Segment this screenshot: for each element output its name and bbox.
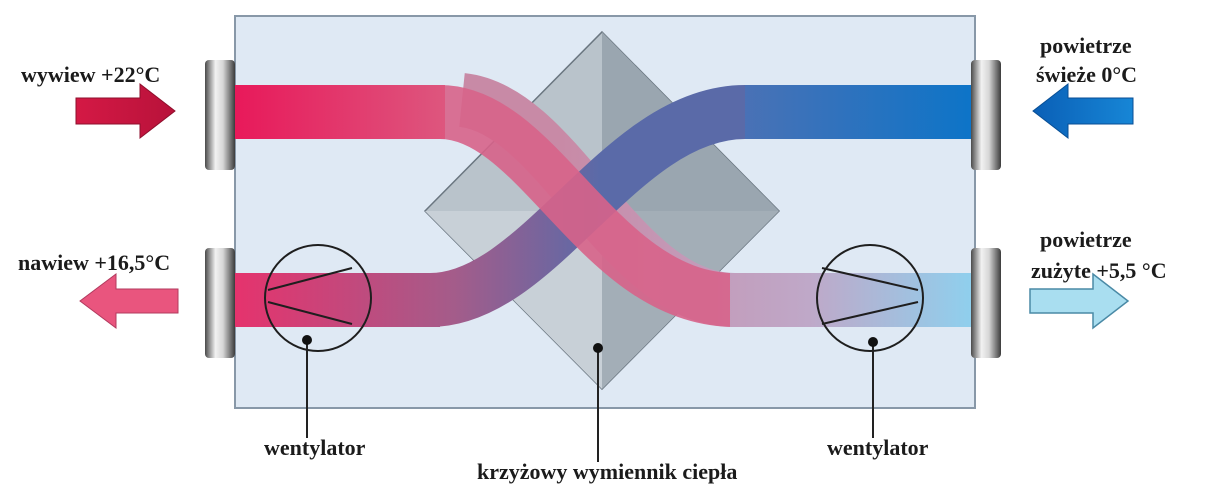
label-heat-exchanger: krzyżowy wymiennik ciepła bbox=[477, 459, 737, 484]
arrow-exhaust-in-icon bbox=[75, 82, 176, 140]
fan-left-icon bbox=[264, 244, 372, 352]
label-used-air-line1: powietrze bbox=[1040, 227, 1132, 252]
label-fan-right: wentylator bbox=[827, 435, 929, 460]
label-exhaust-in: wywiew +22°C bbox=[21, 62, 160, 87]
label-used-air-line2: zużyte +5,5 °C bbox=[1031, 258, 1167, 283]
label-fresh-air-line1: powietrze bbox=[1040, 33, 1132, 58]
port-left-top bbox=[205, 60, 235, 170]
fan-right-icon bbox=[816, 244, 924, 352]
label-supply-out: nawiew +16,5°C bbox=[18, 250, 170, 275]
label-fan-left: wentylator bbox=[264, 435, 366, 460]
arrow-fresh-in-icon bbox=[1032, 82, 1134, 140]
dot-fan-right bbox=[868, 337, 878, 347]
dot-exchanger bbox=[593, 343, 603, 353]
arrow-supply-out-icon bbox=[79, 273, 179, 329]
label-fresh-air-line2: świeże 0°C bbox=[1036, 62, 1137, 87]
port-right-top bbox=[971, 60, 1001, 170]
arrow-used-out-icon bbox=[1029, 272, 1130, 330]
port-left-bottom bbox=[205, 248, 235, 358]
duct-exhaust-inlet bbox=[235, 85, 737, 327]
dot-fan-left bbox=[302, 335, 312, 345]
port-right-bottom bbox=[971, 248, 1001, 358]
